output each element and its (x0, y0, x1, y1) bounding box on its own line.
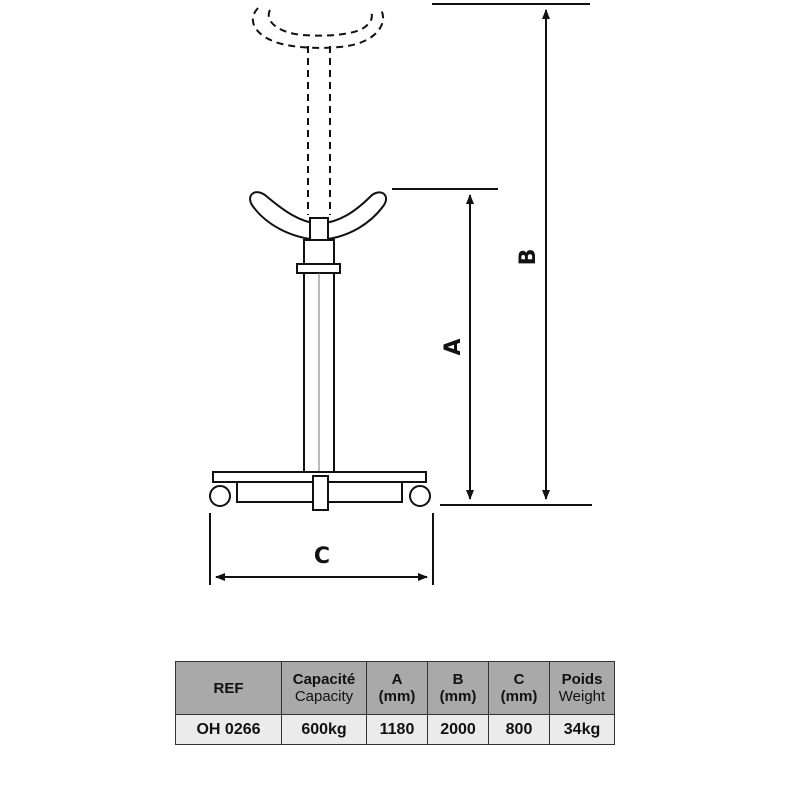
header-b-bottom: (mm) (439, 688, 477, 705)
table-row: OH 0266 600kg 1180 2000 800 34kg (175, 714, 615, 745)
spec-table-header-row: REF Capacité Capacity A (mm) B (mm) C (m… (175, 661, 615, 715)
cell-weight: 34kg (549, 714, 615, 745)
header-c: C (mm) (488, 661, 550, 715)
stand-dimension-drawing: B A C (209, 3, 592, 585)
extended-saddle-outline (252, 7, 385, 49)
cell-a: 1180 (366, 714, 428, 745)
header-weight-en: Weight (558, 688, 606, 705)
header-weight-fr: Poids (561, 671, 603, 688)
header-ref: REF (175, 661, 282, 715)
header-c-bottom: (mm) (500, 688, 538, 705)
cell-ref: OH 0266 (175, 714, 282, 745)
column (296, 217, 341, 474)
header-a-bottom: (mm) (378, 688, 416, 705)
dimension-label-b: B (516, 249, 541, 266)
header-a: A (mm) (366, 661, 428, 715)
header-capacity: Capacité Capacity (281, 661, 367, 715)
header-c-top: C (513, 671, 525, 688)
base (212, 471, 427, 511)
header-b: B (mm) (427, 661, 489, 715)
header-capacity-fr: Capacité (292, 671, 356, 688)
spec-table: REF Capacité Capacity A (mm) B (mm) C (m… (175, 661, 615, 745)
caster-wheels (209, 485, 431, 507)
extended-column-outline (307, 46, 331, 215)
cell-capacity: 600kg (281, 714, 367, 745)
cell-c: 800 (488, 714, 550, 745)
dimension-label-c: C (314, 544, 330, 569)
header-capacity-en: Capacity (294, 688, 354, 705)
header-ref-label: REF (213, 679, 244, 697)
dimension-lines (209, 3, 592, 585)
dimension-label-a: A (441, 338, 466, 355)
header-weight: Poids Weight (549, 661, 615, 715)
cell-b: 2000 (427, 714, 489, 745)
header-b-top: B (452, 671, 464, 688)
header-a-top: A (391, 671, 403, 688)
